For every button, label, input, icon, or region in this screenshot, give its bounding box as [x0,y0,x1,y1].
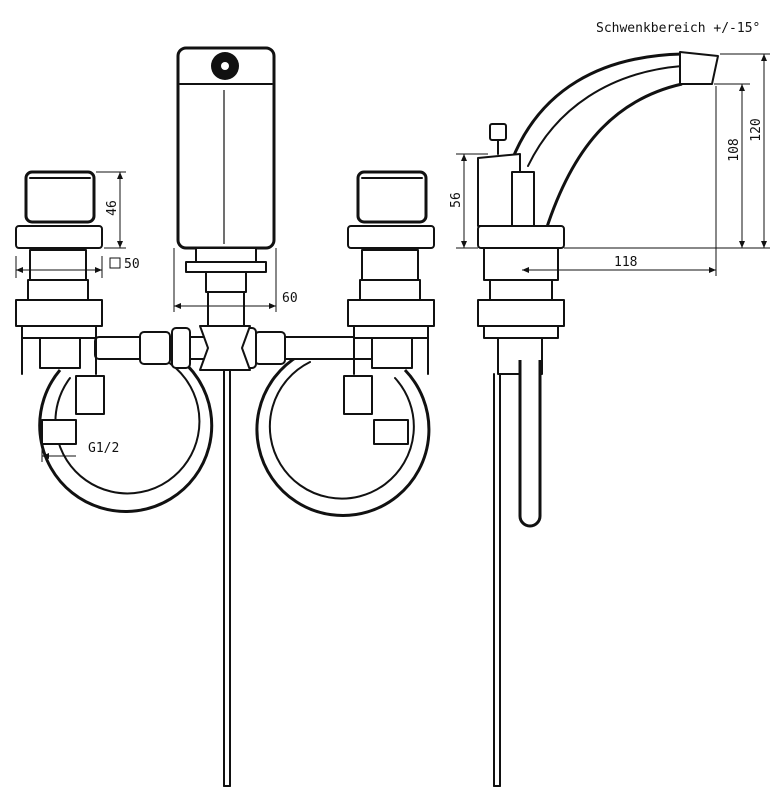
dim-46-label: 46 [105,200,120,216]
dim-thread: G1/2 [41,441,119,462]
square-symbol-icon [109,257,121,269]
dim-108: 108 [564,83,770,249]
dim-108-label: 108 [727,138,742,161]
dim-120: 120 [720,53,770,248]
side-body [477,123,565,787]
dim-flange: 50 [15,256,140,278]
dim-120-label: 120 [749,118,764,141]
side-view: 56 108 120 118 Schwenkbereich +/-15° [449,21,770,787]
right-valve-handle [343,170,435,445]
dim-60-label: 60 [282,291,298,306]
front-view: 46 50 60 G1/2 [15,46,435,787]
connector-pipe [94,325,386,371]
dim-56: 56 [449,153,488,249]
dim-50-label: 50 [124,257,140,272]
dim-56-label: 56 [449,192,464,208]
side-spout [510,51,719,231]
dim-handle-height: 46 [96,171,126,249]
dim-118: 118 [522,86,717,276]
right-hose-loop [255,353,431,517]
left-valve-handle [15,170,105,445]
thread-label: G1/2 [88,441,119,456]
dim-spout-base: 60 [173,248,298,312]
center-spout [176,46,276,787]
dim-118-label: 118 [614,255,637,270]
swivel-range-label: Schwenkbereich +/-15° [596,21,760,36]
